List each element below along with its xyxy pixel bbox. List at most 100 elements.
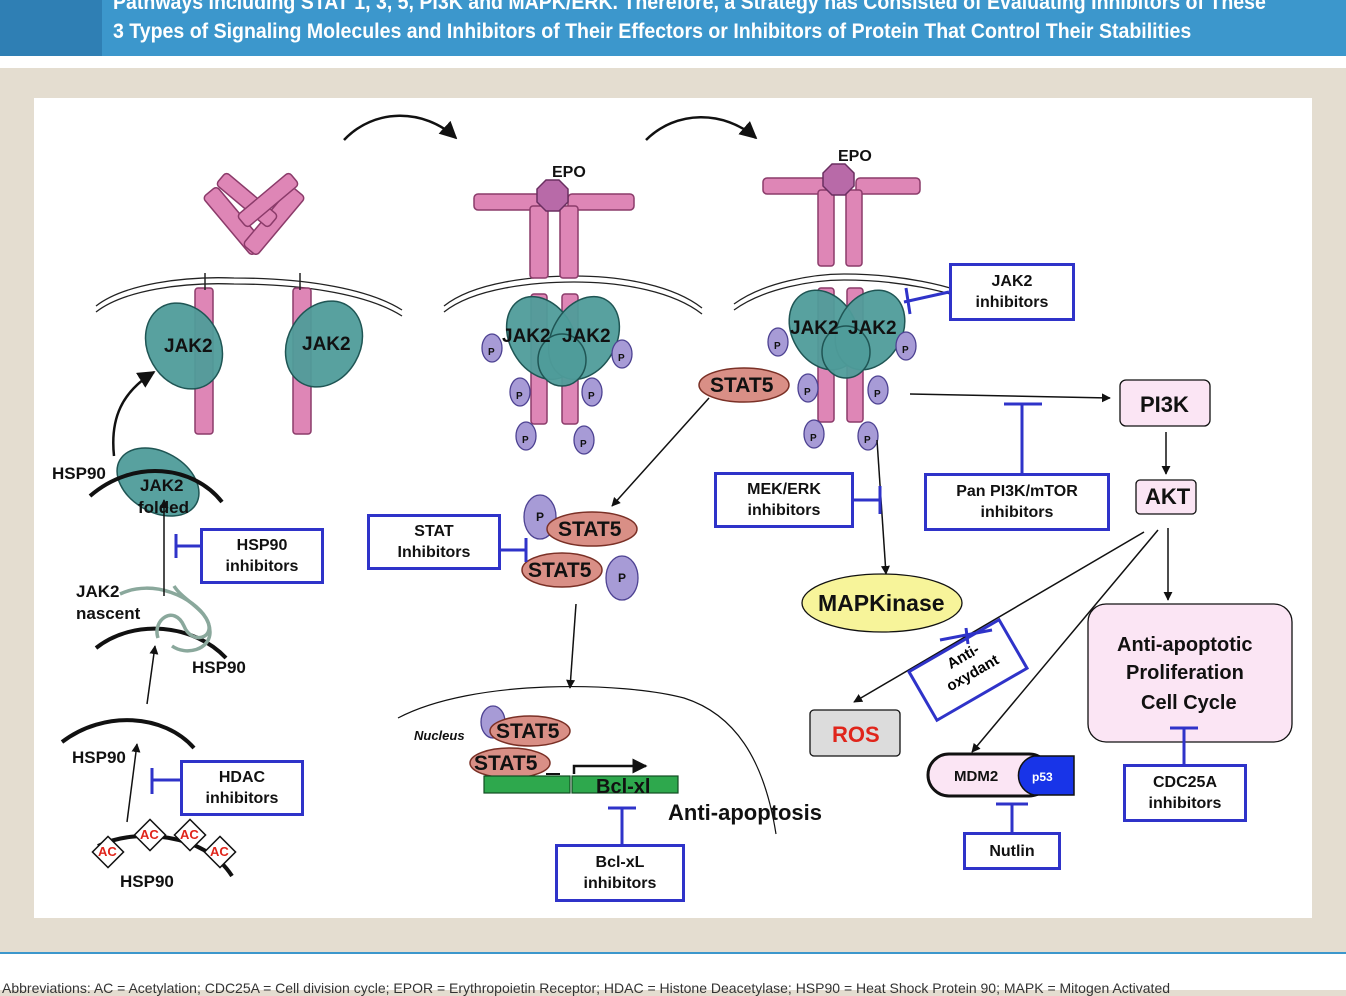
jak2-inhibitors-box: JAK2 inhibitors <box>949 263 1075 321</box>
ros-label: ROS <box>832 722 880 747</box>
stat-inhibitors-line-1: STAT <box>414 523 454 540</box>
arrow-akt-to-ros <box>853 531 1145 703</box>
flow-arrow-1 <box>343 114 458 141</box>
nutlin-label: Nutlin <box>989 842 1035 860</box>
arrow-akt-to-mdm2 <box>971 529 1159 753</box>
ac-label-3: AC <box>180 827 199 842</box>
stat5-label-5: STAT5 <box>474 752 538 775</box>
phospho-label-9: P <box>804 387 811 398</box>
hsp90-inhibitors-line-2: inhibitors <box>225 558 299 575</box>
phospho-label-2: P <box>618 353 625 364</box>
flow-arrow-2 <box>645 116 758 141</box>
arrow-receptor-to-pi3k <box>909 393 1111 403</box>
akt-node <box>1135 479 1197 515</box>
phospho-label-10: P <box>874 389 881 400</box>
hsp90-label-4: HSP90 <box>120 872 174 891</box>
epo-label-1: EPO <box>552 164 586 181</box>
mapkinase-label: MAPKinase <box>818 590 945 616</box>
jak2-label-5: JAK2 <box>790 318 839 339</box>
arrow-acetyl-to-hsp90 <box>126 743 141 823</box>
pi3k-mtor-inhibitors-box: Pan PI3K/mTOR inhibitors <box>924 473 1110 531</box>
phospho-label-5: P <box>522 435 529 446</box>
akt-label: AKT <box>1145 484 1191 509</box>
hsp90-label-3: HSP90 <box>72 748 126 767</box>
header-gap <box>0 56 1346 68</box>
inhibition-bars <box>150 287 1198 844</box>
jak2-inhibitors-line-2: inhibitors <box>975 294 1049 311</box>
header-tab <box>0 0 102 56</box>
jak2-nascent-label-1: JAK2 <box>76 582 120 601</box>
jak2-label-2: JAK2 <box>302 334 351 355</box>
epo-receptor-inactive <box>194 172 312 435</box>
jak2-label-3: JAK2 <box>502 326 551 347</box>
footer-abbreviations: Abbreviations: AC = Acetylation; CDC25A … <box>0 952 1346 996</box>
phospho-label-4: P <box>588 391 595 402</box>
mapkinase-node <box>801 573 963 633</box>
cdc25a-inhibitors-box: CDC25A inhibitors <box>1123 764 1247 822</box>
arrow-dimer-to-nucleus <box>566 603 577 689</box>
phospho-label-8: P <box>902 345 909 356</box>
cdc25a-inhibitors-line-2: inhibitors <box>1148 795 1222 812</box>
pi3k-label: PI3K <box>1140 392 1189 417</box>
anti-oxydant-box <box>906 617 1030 723</box>
phospho-label-7: P <box>774 341 781 352</box>
stat5-label-3: STAT5 <box>528 559 592 582</box>
pi3k-node <box>1119 379 1211 427</box>
epo-ligand-2 <box>822 163 855 196</box>
jak2-folded-label-1: JAK2 <box>140 476 184 495</box>
jak2-molecules <box>116 289 906 517</box>
p53-node <box>1017 755 1075 796</box>
phospho-label-11: P <box>810 433 817 444</box>
outcome-anti-apoptotic: Anti-apoptotic <box>1117 634 1253 656</box>
phospho-label-12: P <box>864 435 871 446</box>
ac-label-4: AC <box>210 844 229 859</box>
outcomes-node <box>1087 603 1293 743</box>
header-line-1: Pathways Including STAT 1, 3, 5, PI3K an… <box>113 0 1266 14</box>
cdc25a-inhibitors-line-1: CDC25A <box>1152 774 1217 791</box>
stat5-molecules <box>469 367 790 779</box>
header-caption: Pathways Including STAT 1, 3, 5, PI3K an… <box>113 0 1266 46</box>
p53-label: p53 <box>1032 770 1053 784</box>
phospho-label-13: P <box>536 510 545 524</box>
pi3k-mtor-inhibitors-line-2: inhibitors <box>980 504 1054 521</box>
anti-apoptosis-label: Anti-apoptosis <box>668 800 822 825</box>
bclxl-inhibitors-line-2: inhibitors <box>583 875 657 892</box>
bclxl-label: Bcl-xl <box>596 776 651 798</box>
outcome-cell-cycle: Cell Cycle <box>1141 692 1237 714</box>
stat5-label-1: STAT5 <box>710 374 774 397</box>
nucleus-label: Nucleus <box>414 728 465 743</box>
stat5-label-2: STAT5 <box>558 518 622 541</box>
hsp90-label-1: HSP90 <box>52 464 106 483</box>
pathway-diagram <box>60 114 1293 878</box>
phospho-label-14: P <box>618 571 627 585</box>
hsp90-arc-nascent <box>94 626 228 660</box>
arrow-hsp90-to-nascent <box>146 645 159 705</box>
jak2-folded-label-2: folded <box>138 498 189 517</box>
nutlin-box: Nutlin <box>963 832 1061 870</box>
transcription-arrow <box>572 758 648 774</box>
hsp90-inhibitors-box: HSP90 inhibitors <box>200 528 324 584</box>
hsp90-arc-folded <box>88 469 224 504</box>
mek-erk-inhibitors-line-1: MEK/ERK <box>747 481 821 498</box>
epo-ligand-1 <box>536 179 569 212</box>
pi3k-mtor-inhibitors-line-1: Pan PI3K/mTOR <box>956 483 1078 500</box>
ac-label-2: AC <box>140 827 159 842</box>
arrow-folded-to-receptor <box>112 370 156 457</box>
outcome-proliferation: Proliferation <box>1126 662 1244 684</box>
dna-strand-bclxl <box>571 775 679 794</box>
membrane-1 <box>95 277 403 317</box>
phospho-label-3: P <box>516 391 523 402</box>
jak2-inhibitors-line-1: JAK2 <box>991 273 1033 290</box>
hsp90-inhibitors-line-1: HSP90 <box>236 537 288 554</box>
jak2-label-1: JAK2 <box>164 336 213 357</box>
header-line-2: 3 Types of Signaling Molecules and Inhib… <box>113 20 1192 43</box>
header-bar: Pathways Including STAT 1, 3, 5, PI3K an… <box>0 0 1346 56</box>
ros-node <box>809 709 901 757</box>
phospho-label-6: P <box>580 439 587 450</box>
stat-inhibitors-line-2: Inhibitors <box>397 544 471 561</box>
dna-strand-left <box>483 775 571 794</box>
jak2-nascent-label-2: nascent <box>76 604 141 623</box>
acetylation-marks <box>91 818 237 869</box>
